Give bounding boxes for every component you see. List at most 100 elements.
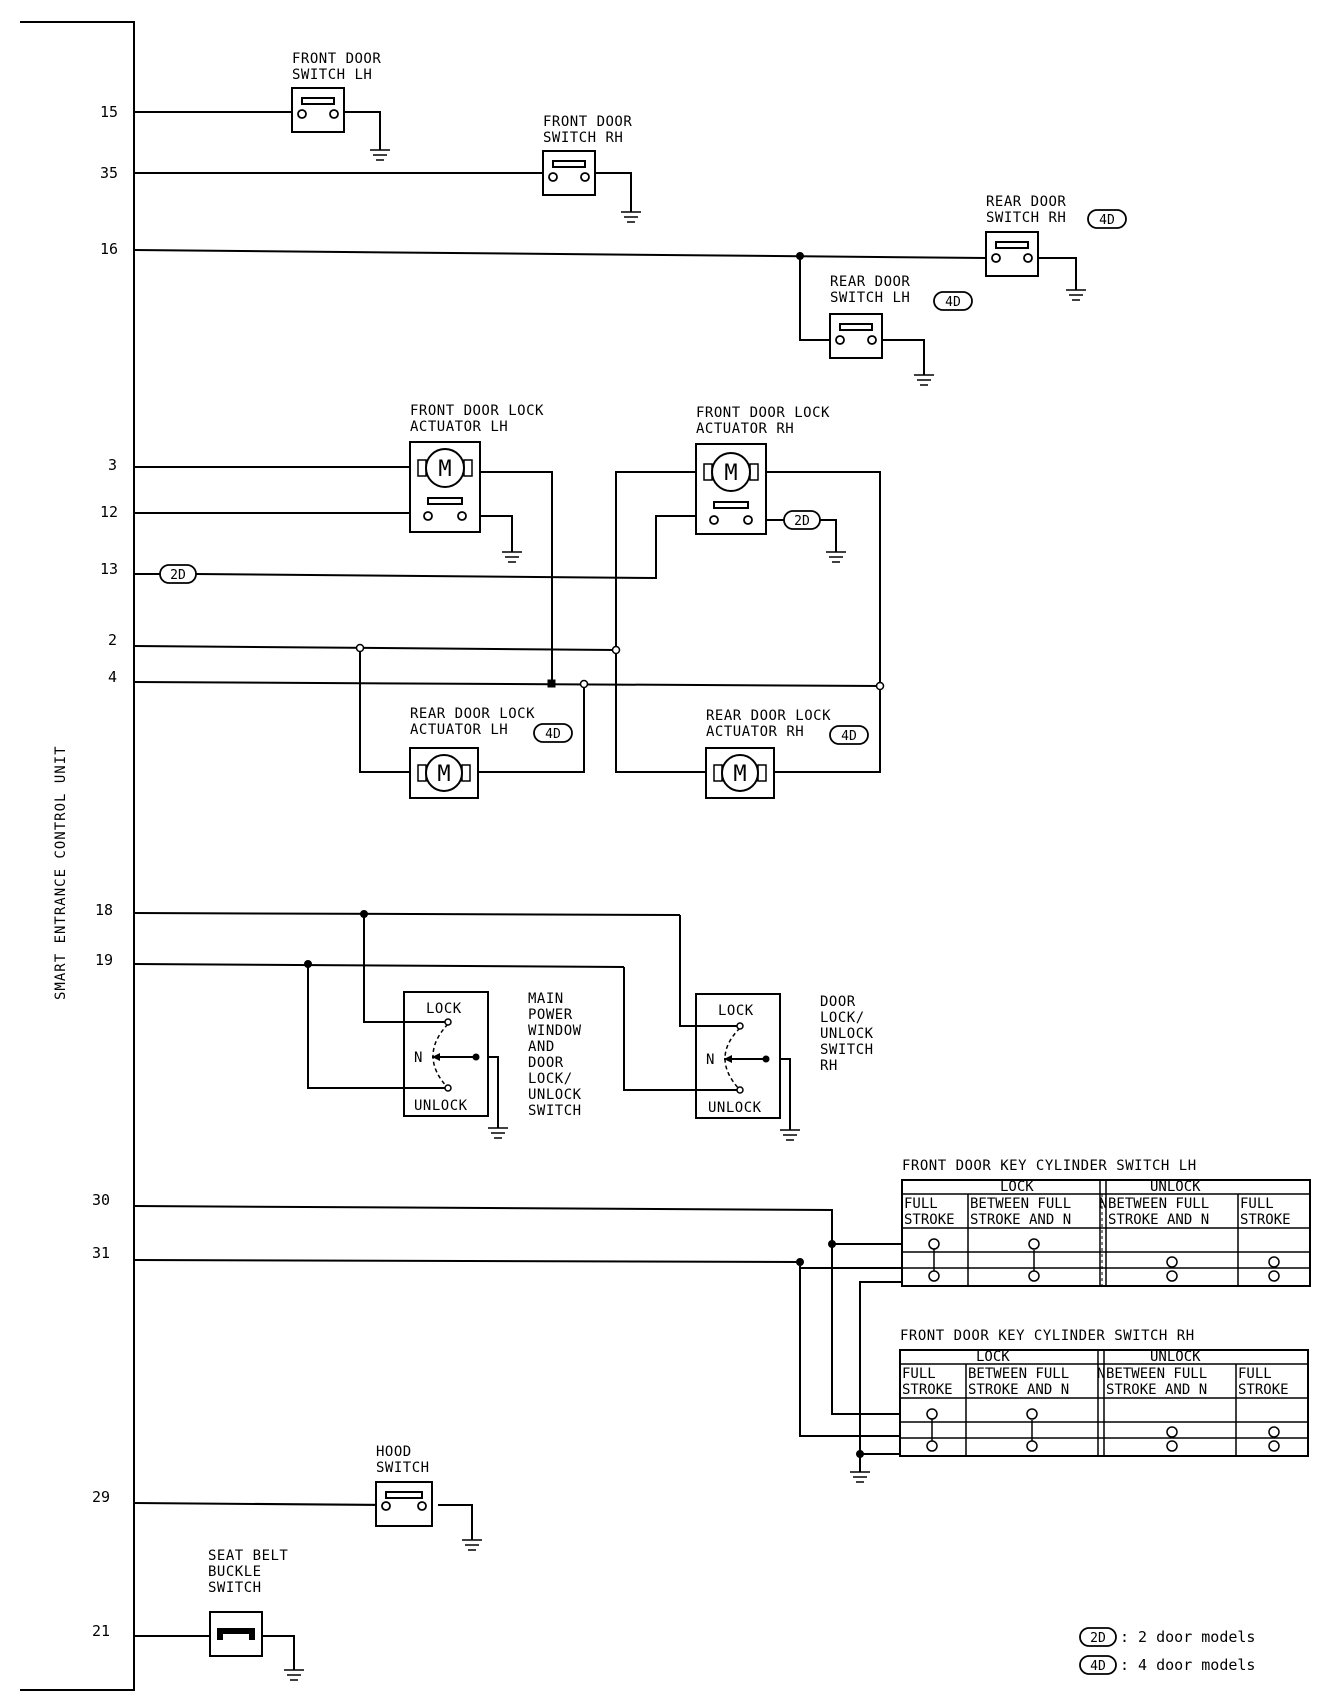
switch-lock-label: LOCK [426,1001,462,1017]
pin-31: 31 [92,1244,110,1262]
ground-icon [850,1471,870,1483]
badge-text: 4D [1099,213,1115,228]
pin-19: 19 [95,951,113,969]
control-unit-frame [20,21,135,1691]
pin-15: 15 [100,103,118,121]
pin-4: 4 [108,668,117,686]
badge-text: 2D [170,568,186,583]
table-n-marker: N [1099,1196,1107,1212]
pin-13: 13 [100,560,118,578]
ground-icon [502,551,522,563]
component-label-line: DOOR [528,1055,564,1071]
component-label-line: REAR DOOR [830,274,910,290]
table-col-between: BETWEEN FULL [1106,1366,1207,1382]
badge-2d-pin13: 2D [159,564,197,584]
badge-text: 4D [841,729,857,744]
motor-label: M [733,762,746,787]
component-label-line: REAR DOOR LOCK [706,708,831,724]
component-label-line: REAR DOOR LOCK [410,706,535,722]
switch-n-label: N [706,1052,715,1068]
component-label-line: AND [528,1039,555,1055]
ground-icon [826,551,846,563]
ground-symbols [284,149,1086,1681]
ground-icon [914,374,934,386]
table-col-full-stroke: FULL [1240,1196,1274,1212]
pin-18: 18 [95,901,113,919]
table-col-full-stroke: STROKE [1238,1382,1289,1398]
pin-12: 12 [100,503,118,521]
component-label-line: REAR DOOR [986,194,1066,210]
legend-4d-badge: 4D [1079,1655,1117,1675]
pin-numbers: 15 35 16 3 12 13 2 4 18 19 30 31 29 21 [92,103,118,1640]
motor-icon: M [417,754,471,792]
legend-4d-text: : 4 door models [1120,1656,1255,1674]
junctions [304,252,885,1458]
table-col-full-stroke: FULL [902,1366,936,1382]
table-header-lock: LOCK [1000,1179,1034,1195]
ground-icon [462,1539,482,1551]
component-label-line: BUCKLE [208,1564,262,1580]
component-label-line: FRONT DOOR [292,51,381,67]
motor-icon: M [417,448,473,488]
component-label-line: UNLOCK [528,1087,582,1103]
component-label-line: LOCK/ [528,1071,573,1087]
component-label-line: POWER [528,1007,573,1023]
pin-29: 29 [92,1488,110,1506]
legend: 2D : 2 door models 4D : 4 door models [1079,1627,1255,1675]
pin-35: 35 [100,164,118,182]
component-label-line: WINDOW [528,1023,582,1039]
pin-3: 3 [108,456,117,474]
switch-unlock-label: UNLOCK [414,1098,468,1114]
component-label-line: UNLOCK [820,1026,874,1042]
badge-4d: 4D [829,725,869,745]
badge-text: 4D [945,295,961,310]
component-label-line: ACTUATOR LH [410,722,508,738]
switch-lock-label: LOCK [718,1003,754,1019]
front-door-switch-lh: FRONT DOOR SWITCH LH [291,51,381,133]
component-label-line: ACTUATOR RH [696,421,794,437]
ground-icon [621,211,641,223]
motor-label: M [437,762,450,787]
component-label-line: SEAT BELT [208,1548,288,1564]
table-header-unlock: UNLOCK [1150,1179,1201,1195]
component-label-line: ACTUATOR RH [706,724,804,740]
badge-text: 2D [1090,1631,1106,1646]
pin-16: 16 [100,240,118,258]
table-col-between: BETWEEN FULL [970,1196,1071,1212]
legend-2d-text: : 2 door models [1120,1628,1255,1646]
motor-label: M [724,461,737,486]
switch-n-label: N [414,1050,423,1066]
table-header-lock: LOCK [976,1349,1010,1365]
ground-icon [780,1129,800,1141]
component-label-line: LOCK/ [820,1010,865,1026]
component-label-line: ACTUATOR LH [410,419,508,435]
component-label-line: RH [820,1058,838,1074]
table-col-between: STROKE AND N [1106,1382,1207,1398]
badge-4d: 4D [1087,209,1127,229]
pin-2: 2 [108,631,117,649]
component-label-line: FRONT DOOR LOCK [696,405,830,421]
front-door-lock-actuator-rh: FRONT DOOR LOCK ACTUATOR RH M 2D [695,405,830,535]
component-label-line: MAIN [528,991,564,1007]
rear-door-switch-lh: REAR DOOR SWITCH LH 4D [829,274,973,359]
key-cylinder-switch-lh-table: FRONT DOOR KEY CYLINDER SWITCH LH LOCK U… [901,1158,1311,1287]
component-label-line: FRONT DOOR LOCK [410,403,544,419]
badge-4d: 4D [533,723,573,743]
table-col-full-stroke: FULL [904,1196,938,1212]
table-col-full-stroke: FULL [1238,1366,1272,1382]
component-label-line: FRONT DOOR [543,114,632,130]
badge-text: 4D [545,727,561,742]
table-col-between: BETWEEN FULL [968,1366,1069,1382]
rear-door-switch-rh: REAR DOOR SWITCH RH 4D [985,194,1127,277]
control-unit-label: SMART ENTRANCE CONTROL UNIT [53,745,69,1000]
component-label-line: HOOD [376,1444,412,1460]
motor-label: M [438,457,451,482]
rear-door-lock-actuator-lh: REAR DOOR LOCK ACTUATOR LH 4D M [409,706,573,799]
component-label-line: SWITCH LH [292,67,372,83]
pin-30: 30 [92,1191,110,1209]
component-label-line: DOOR [820,994,856,1010]
table-header-unlock: UNLOCK [1150,1349,1201,1365]
rear-door-lock-actuator-rh: REAR DOOR LOCK ACTUATOR RH 4D M [705,708,869,799]
component-label-line: SWITCH [208,1580,262,1596]
